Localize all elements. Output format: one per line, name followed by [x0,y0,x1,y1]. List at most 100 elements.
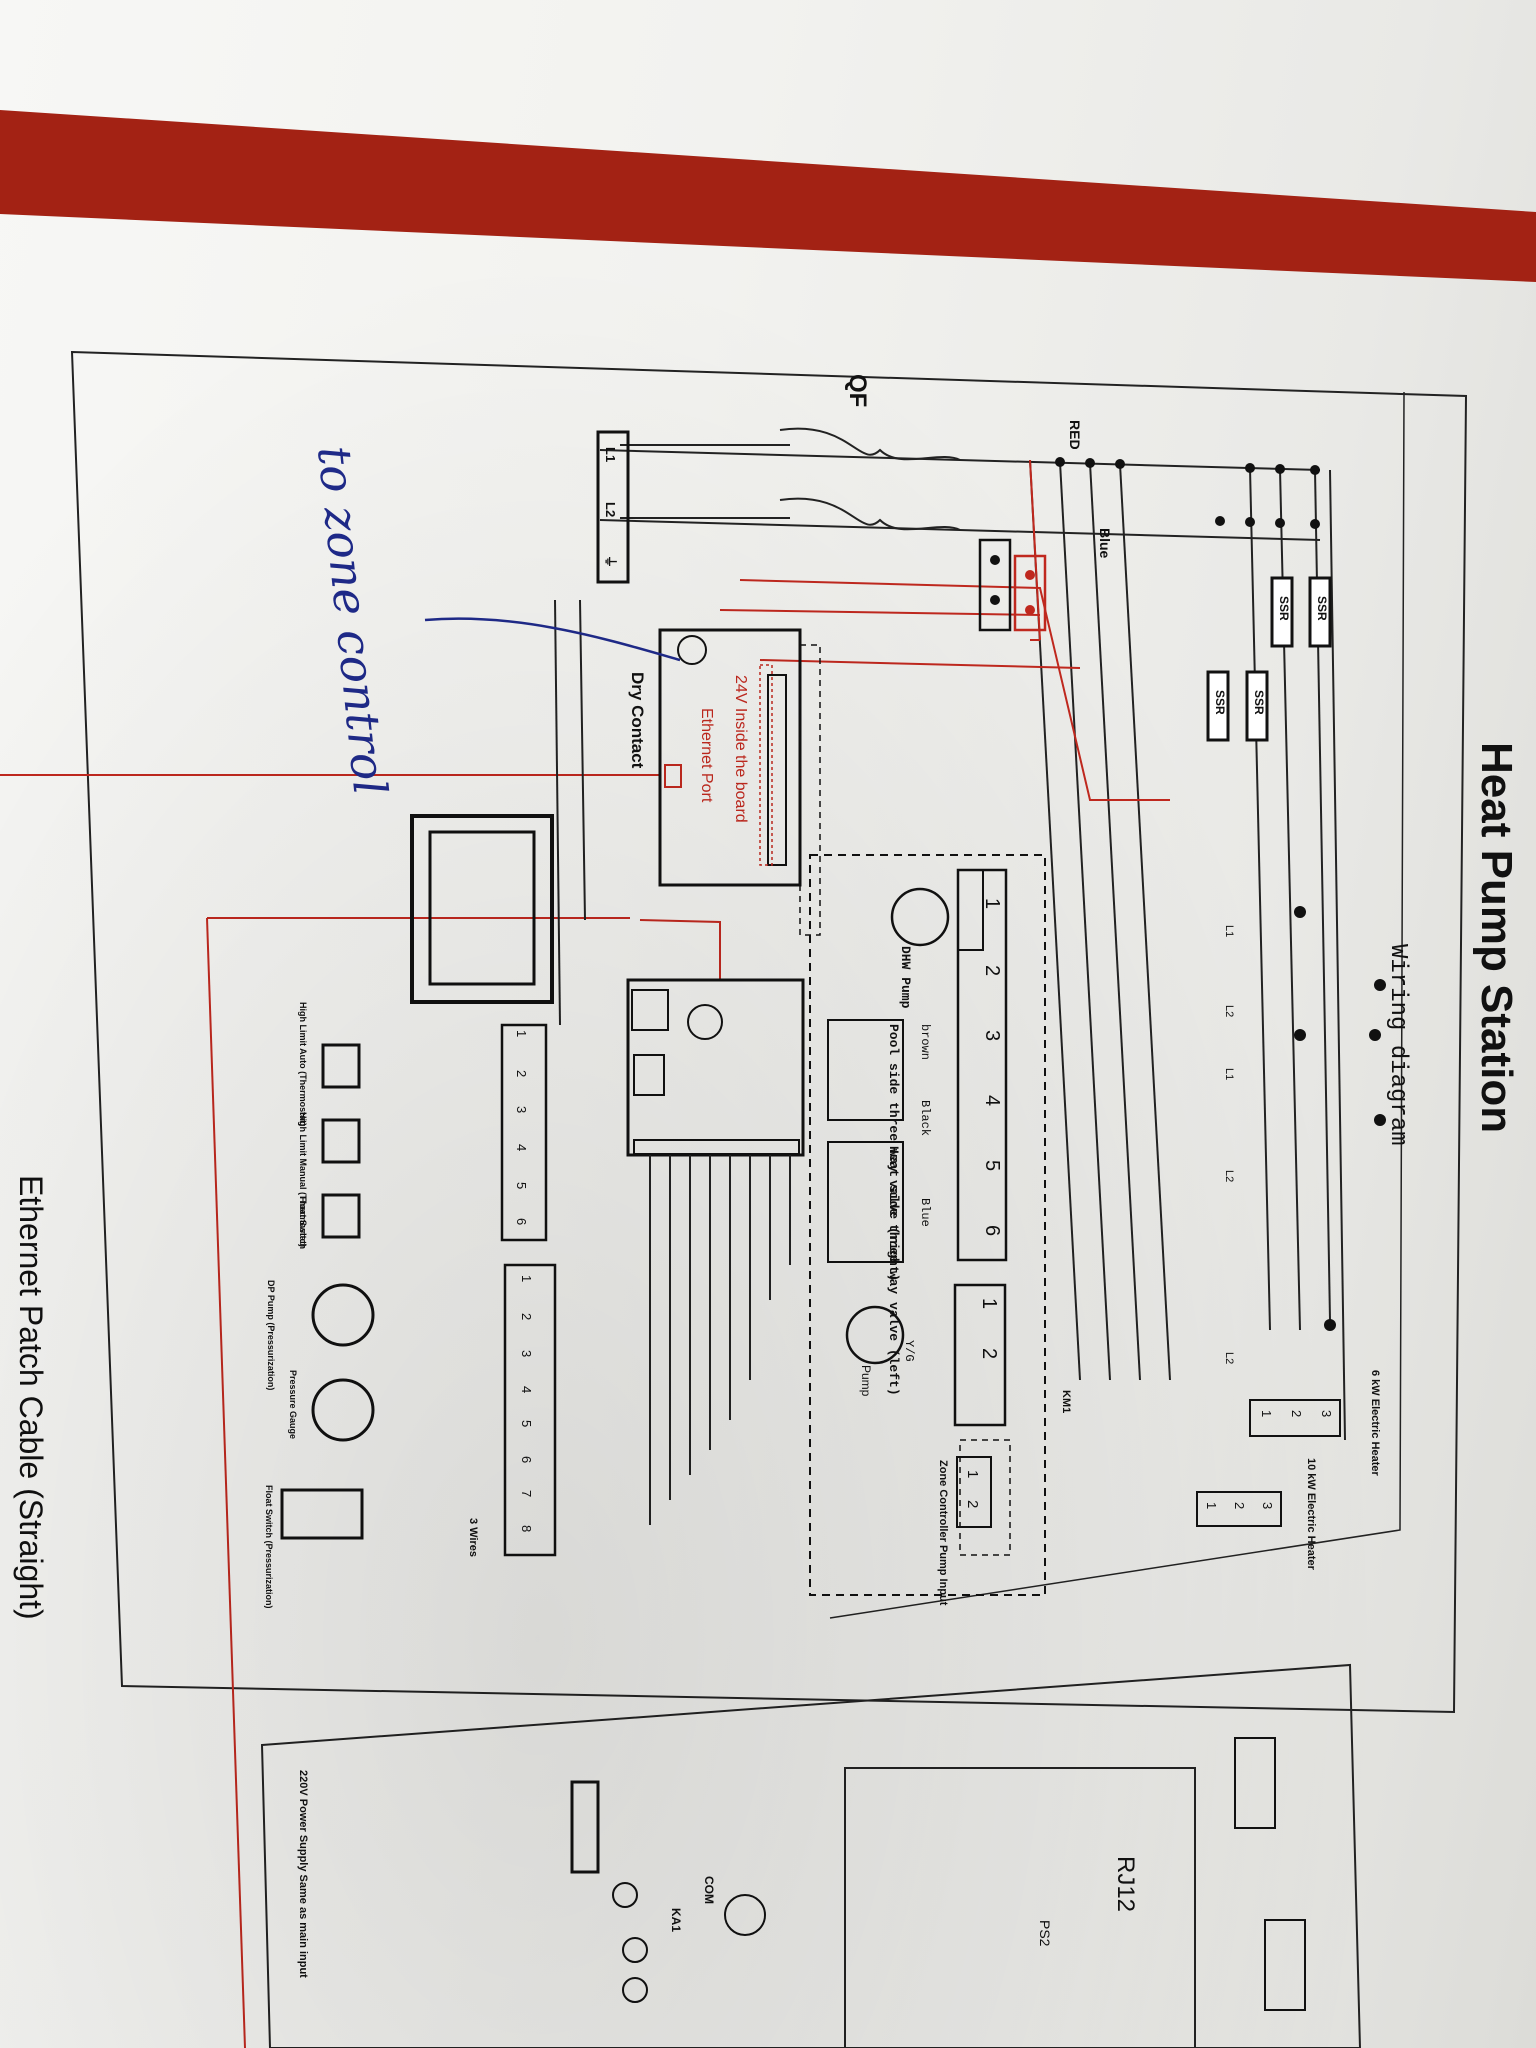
terminal-number: 2 [981,965,1003,976]
ssr-label-2: SSR [1277,596,1291,621]
inner-frame [829,391,1405,1619]
pump-controller-module [626,978,805,1157]
contactor [978,538,1047,632]
terminal-number: 1 [981,898,1003,909]
no-contact-1 [612,1882,638,1908]
circle-label-l2: L2 [1223,1005,1235,1017]
terminal-number: 1 [1204,1502,1219,1509]
terminal-number: 2 [514,1070,529,1077]
ps2-connector-2 [1264,1919,1306,2011]
terminal-strip-pump [953,1283,1007,1427]
supply-l1-label: L1 [603,447,618,462]
brown-wire-label: brown [918,1024,932,1060]
heat-valve-label: Heat side three way valve (left) [886,1146,901,1396]
red-guide-vertical [206,917,246,2048]
zone-controller-terminals [956,1456,992,1528]
psu-terminals [570,1780,600,1874]
terminal-number: 6 [981,1225,1003,1236]
board-24v-label: 24V Inside the board [732,675,749,823]
ssr-label-4: SSR [1213,690,1227,715]
limit-switches [321,1043,361,1239]
pump-label: Pump [859,1365,873,1397]
terminal-number: 3 [1260,1502,1275,1509]
float-switch-press-icon [280,1488,364,1540]
float-switch-label: Float Switch [298,1196,308,1249]
terminal-number: 2 [964,1500,981,1508]
terminal-numbers-a: 1 2 3 4 5 6 [514,1030,529,1225]
ps2-box [844,1767,1196,2048]
ka1-label: KA1 [669,1908,683,1932]
terminal-number: 3 [981,1030,1003,1041]
supply-terminal-box [596,430,630,584]
terminal-strip-a [500,1023,548,1242]
rj12-label: RJ12 [1112,1856,1139,1912]
pool-valve-label: Pool side three way valve (right) [886,1024,901,1281]
heater-10kw-label: 10 kW Electric Heater [1305,1458,1317,1571]
zone-pump-icon [845,1305,905,1365]
pressure-gauge-label: Pressure Gauge [288,1370,298,1439]
terminal-number: 5 [514,1182,529,1189]
dhw-pump-icon [890,887,950,947]
terminal-number: 6 [519,1456,534,1463]
blue-wire-label-2: Blue [918,1198,932,1227]
three-wires-label: 3 Wires [467,1518,479,1557]
second-diagram-frame [260,1663,1362,2048]
ssr-label-1: SSR [1315,596,1329,621]
circle-label-l1: L1 [1223,925,1235,937]
document-subtitle: Wiring diagram [1384,944,1411,1146]
red-wire-label: RED [1067,420,1083,450]
qf-label: QF [844,374,871,407]
terminal-number: 4 [519,1386,534,1393]
pump-zone-dashed-box [809,854,1046,1596]
no-contact-3 [622,1977,648,2003]
high-limit-manual-label: High Limit Manual (Thermostat) [298,1112,308,1247]
heat-valve-box [827,1141,904,1263]
yg-wire-label: Y/G [902,1340,916,1362]
board-dashed-outline [799,644,821,936]
supply-l2-label: L2 [603,502,618,517]
terminal-number: 2 [1289,1410,1304,1417]
outer-frame [70,350,1468,1714]
terminal-number: 6 [514,1218,529,1225]
heater-6kw-label: 6 kW Electric Heater [1369,1370,1381,1476]
terminal-number: 1 [519,1275,534,1282]
zone-controller-dashed [959,1439,1011,1556]
terminal-number: 1 [514,1030,529,1037]
terminal-number: 7 [519,1490,534,1497]
control-board [658,628,802,887]
terminal-number: 3 [519,1350,534,1357]
high-limit-auto-label: High Limit Auto (Thermostat) [298,1002,308,1126]
ethernet-port-label: Ethernet Port [698,708,715,803]
terminal-numbers-b: 1 2 3 4 5 6 7 8 [519,1275,534,1532]
terminal-number: 3 [514,1106,529,1113]
no-contact-2 [622,1937,648,1963]
terminal-number: 2 [519,1313,534,1320]
dry-contact-label: Dry Contact [628,672,647,769]
terminal-number: 5 [981,1160,1003,1171]
circle-label-l3: L1 [1223,1068,1235,1080]
display-unit [410,814,554,1004]
terminal-numbers-pump: 1 2 [978,1298,1000,1359]
blue-wire-label: Blue [1097,528,1113,559]
zone-controller-label: Zone Controller Pump Input [937,1460,949,1606]
terminal-number: 4 [514,1144,529,1151]
ssr-label-3: SSR [1252,690,1266,715]
com-label: COM [702,1876,716,1904]
control-wires [554,599,791,1525]
psu-220v-label: 220V Power Supply Same as main input [297,1770,309,1978]
power-rails [599,449,1346,1441]
dp-pump-icon [311,1283,375,1347]
terminal-number: 4 [981,1095,1003,1106]
terminal-numbers-heaters: 1 2 3 1 2 3 1 2 [964,1410,1334,1509]
terminal-number: 8 [519,1525,534,1532]
ps2-connector [1234,1737,1276,1829]
pool-valve-box [827,1019,904,1121]
km1-label: KM1 [1060,1390,1072,1413]
float-switch-press-label: Float Switch (Pressurization) [264,1485,274,1609]
terminal-strip-b [503,1263,557,1557]
heater-6kw-terminals [1249,1399,1341,1437]
pressure-gauge-icon [311,1378,375,1442]
terminal-number: 5 [519,1420,534,1427]
